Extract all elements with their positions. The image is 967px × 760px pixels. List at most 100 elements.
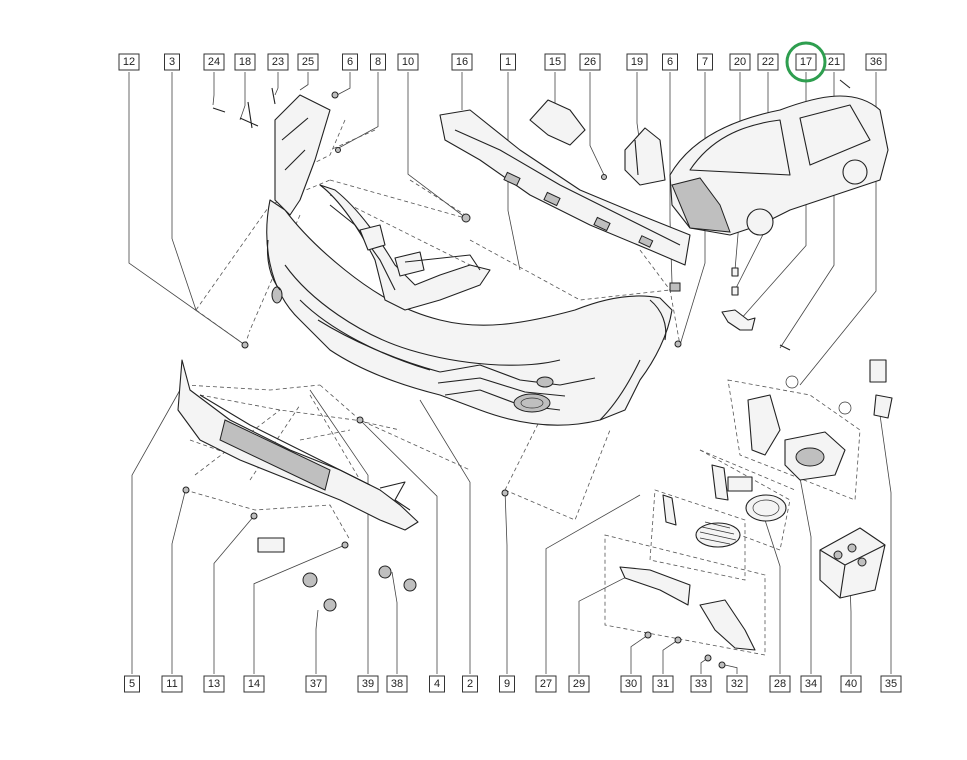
callout-8: 8 (370, 53, 386, 71)
callout-20: 20 (729, 53, 751, 71)
callout-22: 22 (757, 53, 779, 71)
callout-23: 23 (267, 53, 289, 71)
callout-box (267, 53, 289, 71)
callout-box (697, 53, 713, 71)
callout-box (620, 675, 642, 693)
callout-box (451, 53, 473, 71)
callout-box (305, 675, 327, 693)
callout-number: 39 (362, 678, 374, 690)
callout-number: 22 (762, 56, 774, 68)
leader-line (171, 487, 187, 674)
callout-box (386, 675, 408, 693)
leader-line (507, 72, 521, 271)
callout-number: 27 (540, 678, 552, 690)
callout-17: 17 (795, 53, 817, 71)
callout-4: 4 (429, 675, 445, 693)
callout-29: 29 (568, 675, 590, 693)
callout-33: 33 (690, 675, 712, 693)
fastener-kit-box (819, 527, 886, 599)
callout-number: 21 (828, 56, 840, 68)
callout-box (234, 53, 256, 71)
callout-11: 11 (161, 675, 183, 693)
callout-21: 21 (823, 53, 845, 71)
fog-lamp-label-plate (257, 537, 285, 553)
callout-box (500, 53, 516, 71)
callout-7: 7 (697, 53, 713, 71)
callout-31: 31 (652, 675, 674, 693)
leader-line (578, 569, 641, 674)
callout-box (769, 675, 791, 693)
lower-brackets (619, 566, 756, 651)
leader-line (334, 72, 379, 151)
grille-frame (274, 94, 491, 311)
callout-box (690, 675, 712, 693)
bumper-reinforcement (439, 109, 691, 266)
callout-box (544, 53, 566, 71)
leader-line (309, 389, 369, 674)
callout-box (397, 53, 419, 71)
fog-lamp-assembly (747, 375, 852, 481)
callout-30: 30 (620, 675, 642, 693)
callout-number: 40 (845, 678, 857, 690)
callout-14: 14 (243, 675, 265, 693)
callout-16: 16 (451, 53, 473, 71)
callout-number: 14 (248, 678, 260, 690)
callout-26: 26 (579, 53, 601, 71)
callout-28: 28 (769, 675, 791, 693)
leader-line (879, 414, 892, 674)
leader-line (128, 72, 246, 346)
callout-number: 10 (402, 56, 414, 68)
leader-line (212, 72, 215, 106)
leader-line (239, 72, 246, 121)
callout-box (795, 53, 817, 71)
callout-35: 35 (880, 675, 902, 693)
callout-box (429, 675, 445, 693)
front-bumper-cover (266, 199, 673, 426)
callout-box (370, 53, 386, 71)
leader-line (213, 515, 255, 674)
support-bracket (624, 127, 666, 186)
callout-36: 36 (865, 53, 887, 71)
callout-number: 13 (208, 678, 220, 690)
leader-line (419, 399, 471, 674)
callout-number: 28 (774, 678, 786, 690)
fog-lamp-bezels (662, 464, 787, 548)
leader-line (299, 72, 309, 91)
callout-number: 29 (573, 678, 585, 690)
callout-25: 25 (297, 53, 319, 71)
leader-line (662, 639, 679, 674)
callout-number: 23 (272, 56, 284, 68)
callout-18: 18 (234, 53, 256, 71)
fasteners (182, 87, 726, 669)
highlight-circle (785, 41, 827, 83)
leader-line (315, 609, 319, 674)
callout-number: 17 (800, 56, 812, 68)
callout-box (865, 53, 887, 71)
callout-box (568, 675, 590, 693)
callout-box (118, 53, 140, 71)
callout-number: 3 (169, 56, 175, 68)
callout-number: 16 (456, 56, 468, 68)
headlamp-bracket (529, 99, 586, 146)
leader-line (669, 72, 673, 284)
callout-number: 8 (375, 56, 381, 68)
leader-line (391, 571, 398, 674)
callout-24: 24 (203, 53, 225, 71)
callout-40: 40 (840, 675, 862, 693)
callout-6: 6 (662, 53, 678, 71)
callout-number: 19 (631, 56, 643, 68)
callout-number: 37 (310, 678, 322, 690)
callout-box (357, 675, 379, 693)
leader-line (764, 519, 781, 674)
leader-line (171, 72, 197, 311)
callout-10: 10 (397, 53, 419, 71)
callout-3: 3 (164, 53, 180, 71)
callout-box (662, 53, 678, 71)
callout-number: 36 (870, 56, 882, 68)
callout-number: 2 (467, 678, 473, 690)
leader-line (799, 477, 812, 674)
callout-number: 6 (347, 56, 353, 68)
callout-box (579, 53, 601, 71)
callout-box (800, 675, 822, 693)
